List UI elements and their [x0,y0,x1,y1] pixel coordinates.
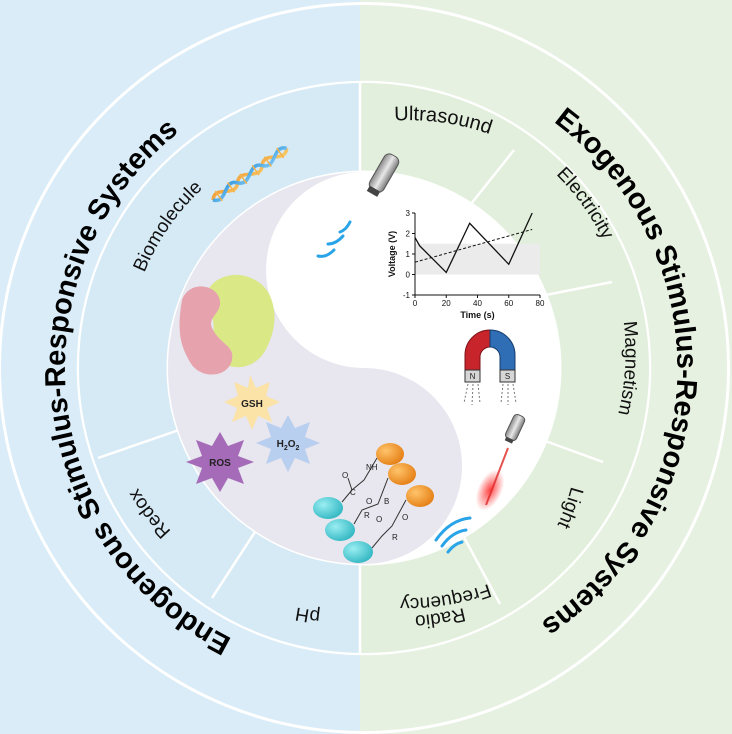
svg-text:B: B [384,497,389,506]
chart-x-tick-label: 80 [536,299,545,308]
svg-text:H2O2: H2O2 [277,439,300,452]
chart-y-tick-label: 1 [406,250,411,259]
chart-shade [415,243,540,275]
svg-text:N: N [470,372,476,381]
chart-y-tick-label: 2 [406,230,411,239]
chart-x-tick-label: 0 [413,299,418,308]
chart-x-tick-label: 20 [442,299,451,308]
ultrasound-waves-icon [316,220,352,258]
svg-text:NH: NH [366,463,378,472]
chart-x-tick-label: 60 [504,299,513,308]
svg-text:C: C [350,488,356,497]
chart-y-tick-label: 3 [406,209,411,218]
outer-ring-edge [0,3,729,733]
gsh-badge: GSH [224,375,280,430]
svg-text:O: O [342,471,348,480]
chart-series [414,212,533,274]
dna-icon [211,146,289,203]
laser-icon [475,413,526,511]
segment-ph: pH [294,603,321,627]
title-ring-border [76,80,652,656]
svg-text:R: R [392,533,398,542]
magnet-icon: N S [463,329,517,406]
chart-y-label: Voltage (V) [387,231,397,277]
chart-x-label: Time (s) [460,310,494,320]
ros-badge: ROS [186,432,254,492]
h2o2-badge: H2O2 [256,415,320,472]
chart-x-tick-label: 40 [473,299,482,308]
svg-text:O: O [376,515,382,524]
svg-text:R: R [364,511,370,520]
svg-text:GSH: GSH [241,399,263,410]
radio-wave-icon [434,516,472,554]
chart-y-tick-label: 0 [406,271,411,280]
ultrasound-probe-icon [366,153,400,197]
molecule-linkers: NH O C O B R O R O [313,443,434,563]
chart-series-2-line [414,228,533,263]
chart-y-tick-label: -1 [403,291,411,300]
svg-text:ROS: ROS [209,458,231,469]
chart-series-1-line [414,212,533,274]
svg-text:S: S [505,372,510,381]
svg-text:O: O [402,513,408,522]
protein-icon [179,274,275,375]
svg-text:O: O [366,497,372,506]
